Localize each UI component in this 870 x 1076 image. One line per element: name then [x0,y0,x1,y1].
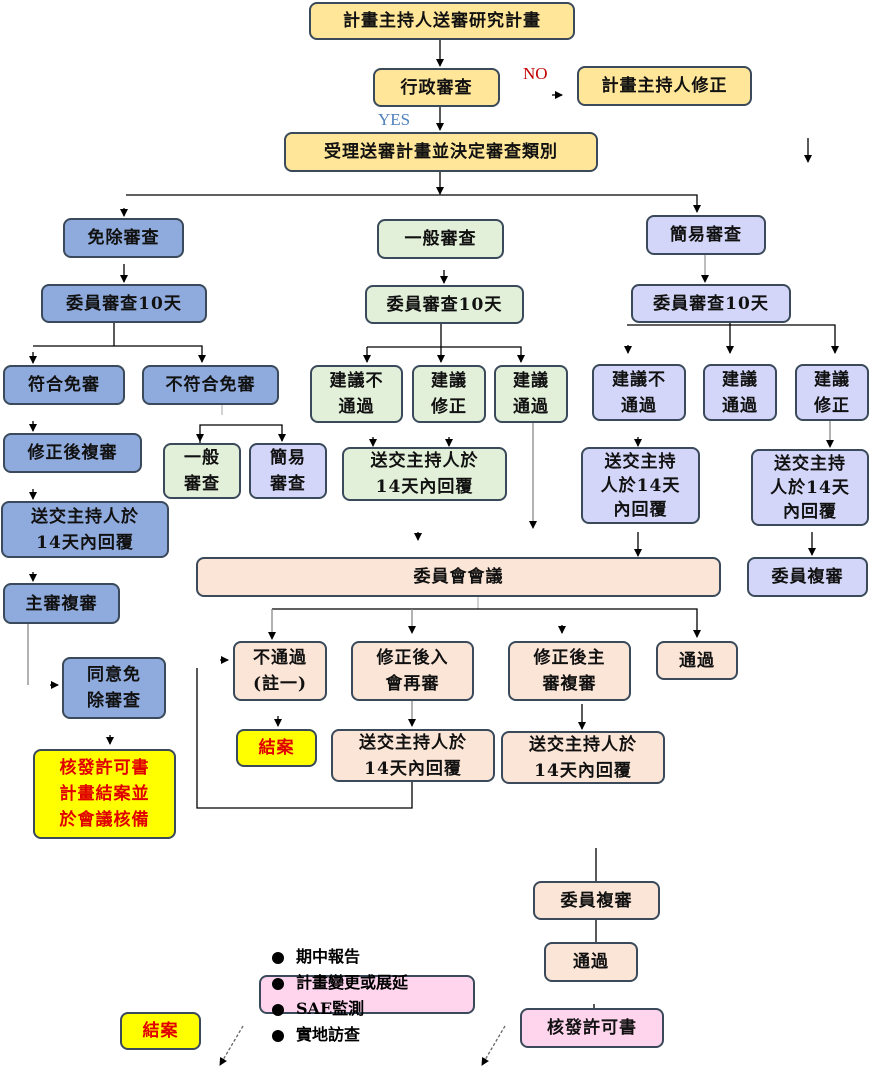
node-exempt-issue-permit: 核發許可書 計畫結案並 於會議核備 [33,749,176,839]
node-expedited-review: 簡易審查 [646,215,766,255]
bullet-icon [272,951,284,964]
bullet-item: 實地訪查 [272,1022,360,1048]
node-expedited-committee-10days: 委員審查10天 [631,284,791,323]
node-committee-reject: 不通過 (註一) [233,641,327,701]
node-general-review: 一般審查 [377,219,504,259]
node-accept-and-classify: 受理送審計畫並決定審查類別 [284,132,598,172]
node-final-close: 結案 [120,1012,201,1050]
node-general-suggest-reject: 建議不 通過 [310,365,403,423]
bullet-icon [272,977,284,990]
bullet-icon [272,1003,284,1016]
node-final-pass: 通過 [544,942,638,982]
node-exempt-review: 免除審查 [63,218,184,258]
node-admin-review: 行政審查 [373,68,500,107]
node-exempt-qualified: 符合免審 [3,365,125,405]
label-no: NO [523,64,548,83]
node-exempt-chief-rereview: 主審複審 [3,583,120,624]
node-expedited-suggest-reject: 建議不 通過 [592,364,686,421]
node-committee-reply-14days-a: 送交主持人於 14天內回覆 [331,729,495,782]
bullet-item: 期中報告 [272,944,360,970]
node-exempt-rereview: 修正後複審 [3,433,142,473]
node-committee-reply-14days-b: 送交主持人於 14天內回覆 [501,731,665,784]
bullet-item: SAE監測 [272,996,364,1022]
node-expedited-reply-14days-b: 送交主持 人於14天 內回覆 [751,449,869,526]
node-committee-revise-chief: 修正後主 審複審 [508,641,631,701]
node-final-committee-rereview: 委員複審 [533,881,660,920]
node-expedited-reply-14days-a: 送交主持 人於14天 內回覆 [581,447,700,524]
node-committee-revise-reenter: 修正後入 會再審 [351,641,474,701]
bullet-text: 實地訪查 [296,1025,361,1044]
node-expedited-suggest-revise: 建議 修正 [795,364,869,421]
node-followup-box [259,975,475,1014]
bullet-text: SAE監測 [296,999,365,1018]
node-general-committee-10days: 委員審查10天 [365,285,524,324]
node-submit-plan: 計畫主持人送審研究計畫 [309,2,575,40]
node-committee-close: 結案 [236,729,317,767]
node-sub-expedited-review: 簡易 審查 [249,443,327,499]
node-pi-revise: 計畫主持人修正 [577,66,752,106]
node-final-issue-permit: 核發許可書 [520,1008,664,1048]
bullet-icon [272,1029,284,1042]
bullet-text: 計畫變更或展延 [296,973,409,992]
node-general-reply-14days: 送交主持人於 14天內回覆 [342,447,507,501]
node-sub-general-review: 一般 審查 [163,443,241,499]
bullet-item: 計畫變更或展延 [272,970,408,996]
node-expedited-suggest-pass: 建議 通過 [703,364,777,421]
node-exempt-reply-14days: 送交主持人於 14天內回覆 [1,501,169,558]
node-committee-meeting: 委員會會議 [196,557,721,597]
node-exempt-committee-10days: 委員審查10天 [41,284,207,323]
node-exempt-not-qualified: 不符合免審 [142,365,279,405]
node-general-suggest-revise: 建議 修正 [412,365,486,423]
node-committee-pass: 通過 [656,641,738,680]
node-expedited-committee-rereview: 委員複審 [747,557,868,597]
bullet-text: 期中報告 [296,947,361,966]
label-yes: YES [378,110,411,129]
node-general-suggest-pass: 建議 通過 [494,365,568,423]
node-exempt-agree: 同意免 除審查 [62,657,166,719]
